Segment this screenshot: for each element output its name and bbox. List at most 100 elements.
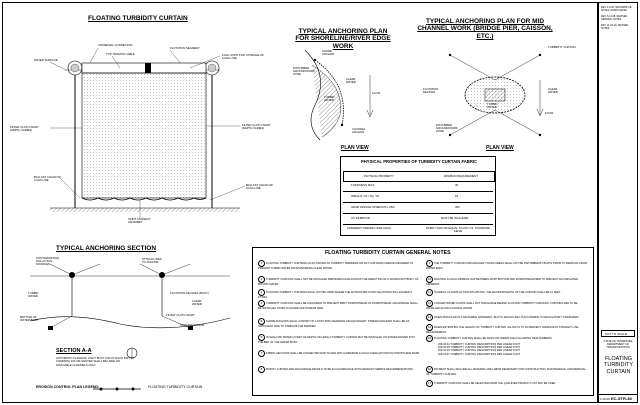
section-aa-buoy-icon bbox=[126, 347, 138, 359]
property-cell: APPARENT OPENING SIZE (AOS) bbox=[347, 226, 392, 230]
legend-label: EROSION CONTROL PLAN LEGEND: bbox=[36, 385, 100, 389]
revision-entry: REV. 5-13-08: REVISED GENERAL NOTES bbox=[601, 15, 628, 21]
requirement-cell: FINER THAN OR EQUAL TO #70 U.S. STANDARD… bbox=[425, 226, 491, 233]
properties-header-property: PHYSICAL PROPERTY bbox=[364, 174, 394, 178]
section-stream-anchor-label: STREAM ANCHOR bbox=[180, 323, 205, 327]
anchoring-section-title: TYPICAL ANCHORING SECTION bbox=[56, 245, 157, 252]
note-text: THE TURBIDITY CURTAIN AND ADJACENT WORK … bbox=[426, 262, 587, 270]
requirement-cell: 18 bbox=[455, 194, 459, 198]
properties-header-row: PHYSICAL PROPERTY MINIMUM REQUIREMENT bbox=[343, 171, 495, 182]
note-text: CONCENTRATED FLOWS SHALL NOT DISCHARGE B… bbox=[426, 302, 578, 310]
midchannel-plan-drawing bbox=[448, 53, 544, 137]
note-text: FLOATING TURBIDITY CURTAINS (ALSO KNOWN … bbox=[258, 262, 414, 270]
not-to-scale-label: NOT TO SCALE bbox=[605, 332, 627, 336]
item-number-line: 209-15.05 TURBIDITY CURTAIN (DESCRIPTION… bbox=[438, 346, 521, 350]
table-row: WEIGHT, OZ / SQ. YD. 18 bbox=[343, 192, 493, 203]
sheet-id-row: 1-20-06 EC-STR-38 bbox=[598, 394, 638, 403]
contaminating-label: CONTAMINATING POLLUTION SOURCES bbox=[36, 256, 60, 266]
item-number-line: 209-15.06 TURBIDITY CURTAIN (DESCRIPTION… bbox=[438, 349, 521, 353]
table-row: UV INHIBITOR MUST BE INCLUDED bbox=[343, 214, 493, 225]
floating-curtain-drawing bbox=[49, 47, 246, 218]
date-label: 1-20-06 bbox=[600, 397, 610, 401]
filter-skirt-right-label: FILTER CLOTH SKIRT (DEPTH VARIES) bbox=[242, 123, 271, 130]
ballast-chain-left-label: BALLAST CHAIN OR LOAD LINE bbox=[34, 175, 61, 182]
requirement-cell: 45 bbox=[455, 183, 459, 187]
mid-disturbed-label: DISTURBED GROUND/WORK ZONE bbox=[436, 123, 458, 133]
revision-entry: REV. 11-16-16: REVISED NOTES bbox=[601, 24, 629, 30]
shore-channel-anchor-label: CHANNEL ANCHOR bbox=[352, 127, 366, 134]
section-turbid-water-label: TURBID WATER bbox=[28, 291, 39, 298]
drawing-number: EC-STR-38 bbox=[611, 396, 632, 401]
properties-header-requirement: MINIMUM REQUIREMENT bbox=[444, 174, 479, 178]
floating-curtain-title: FLOATING TURBIDITY CURTAIN bbox=[88, 15, 188, 22]
shoreline-title: TYPICAL ANCHORING PLAN FOR SHORELINE/RIV… bbox=[295, 28, 391, 50]
flotation-segment-label: FLOTATION SEGMENT bbox=[170, 46, 200, 50]
section-bottom-label: BOTTOM OF WATER BODY bbox=[20, 315, 39, 322]
skirt-connect-label: SKIRT CONNECT GROMMET bbox=[128, 217, 151, 224]
not-to-scale-box: NOT TO SCALE bbox=[601, 330, 635, 337]
note-text: FABRIC SECTIONS SHALL BE CONNECTED END T… bbox=[266, 352, 420, 355]
shore-disturbed-label: DISTURBED GROUND/WORK ZONE bbox=[293, 66, 315, 76]
note-text: TURBIDITY CURTAINS SHALL BE SELECTED FRO… bbox=[434, 382, 557, 385]
mid-turbid-water-label: TURBID WATER bbox=[487, 102, 498, 109]
property-cell: THICKNESS MILS bbox=[351, 183, 375, 187]
table-row: THICKNESS MILS 45 bbox=[343, 181, 493, 192]
sheet-title: FLOATING TURBIDITY CURTAIN bbox=[603, 356, 634, 375]
item-number-line: 209-15.04 TURBIDITY CURTAIN (DESCRIPTION… bbox=[438, 343, 521, 346]
property-cell: UV INHIBITOR bbox=[351, 216, 370, 220]
property-cell: WEIGHT, OZ / SQ. YD. bbox=[351, 194, 380, 198]
legend-line-symbol bbox=[93, 387, 141, 391]
note-text: MODIFY CURTAIN AND ANCHORAGE DETAILS TO … bbox=[266, 368, 414, 371]
plan-view-right-label: PLAN VIEW bbox=[486, 145, 514, 151]
top-tension-cable-label: TOP TENSION CABLE bbox=[106, 52, 135, 56]
shoreline-plan-drawing bbox=[304, 49, 374, 141]
property-cell: GRAB TENSILE STRENGTH, LBS. bbox=[351, 205, 396, 209]
filter-skirt-left-label: FILTER CLOTH SKIRT (DEPTH VARIES) bbox=[10, 125, 39, 132]
table-row: APPARENT OPENING SIZE (AOS) FINER THAN O… bbox=[343, 225, 493, 235]
shore-flow-label: FLOW bbox=[372, 91, 381, 95]
shore-clear-water-label: CLEAR WATER bbox=[346, 77, 356, 84]
attach-lines-label: ATTACH LINES TO ANCHOR bbox=[142, 257, 162, 264]
requirement-cell: MUST BE INCLUDED bbox=[441, 216, 469, 220]
plan-view-left-label: PLAN VIEW bbox=[341, 145, 369, 151]
note-text: TURBIDITY CURTAINS SHALL NOT BE INSTALLE… bbox=[258, 278, 419, 286]
note-text: TURBIDITY CURTAINS SHALL BE ANCHORED TO … bbox=[258, 302, 418, 310]
note-text: WHEN INSTALLED IN A NAVIGABLE WATERWAY, … bbox=[434, 316, 580, 319]
mid-clear-water-label: CLEAR WATER bbox=[548, 87, 558, 94]
section-filter-skirt-label: FILTER CLOTH SKIRT bbox=[166, 313, 195, 317]
note-text: FLOATING TURBIDITY CURTAIN SHALL BE PAID… bbox=[434, 337, 553, 340]
table-row: GRAB TENSILE STRENGTH, LBS. 300 bbox=[343, 203, 493, 214]
item-number-list: 209-15.04 TURBIDITY CURTAIN (DESCRIPTION… bbox=[438, 343, 588, 356]
note-text: WHEN ESTIMATING THE LENGTH OF TURBIDITY … bbox=[426, 326, 579, 334]
general-notes-title: FLOATING TURBIDITY CURTAIN GENERAL NOTES bbox=[325, 250, 451, 256]
section-aa-title: SECTION A-A bbox=[56, 348, 92, 354]
mid-flotation-label: FLOTATION DEVICES bbox=[423, 87, 439, 94]
shore-turbid-water-label: TURBID WATER bbox=[324, 95, 335, 102]
item-number-line: 209-15.07 TURBIDITY CURTAIN (DESCRIPTION… bbox=[438, 352, 521, 356]
note-text: MAINTAIN 12 INCH MINIMUM GAP BETWEEN SKI… bbox=[426, 278, 579, 286]
revision-list: REV. 4-6-05: INFORMATIVE NOTES; RIVER WA… bbox=[601, 6, 636, 30]
note-text: IN SHALLOW WATER (2 FEET OF DEPTH OR LES… bbox=[258, 336, 415, 344]
section-aa-note: AUTOMATIC FLASHING LIGHT BUOY (OR AT EAC… bbox=[56, 356, 135, 367]
section-clear-water-label: CLEAR WATER bbox=[192, 299, 202, 306]
water-surface-label: WATER SURFACE bbox=[34, 58, 58, 62]
ballast-chain-right-label: BALLAST CHAIN OR LOAD LINE bbox=[246, 183, 273, 190]
properties-title: PHYSICAL PROPERTIES OF TURBIDITY CURTAIN… bbox=[360, 159, 478, 164]
